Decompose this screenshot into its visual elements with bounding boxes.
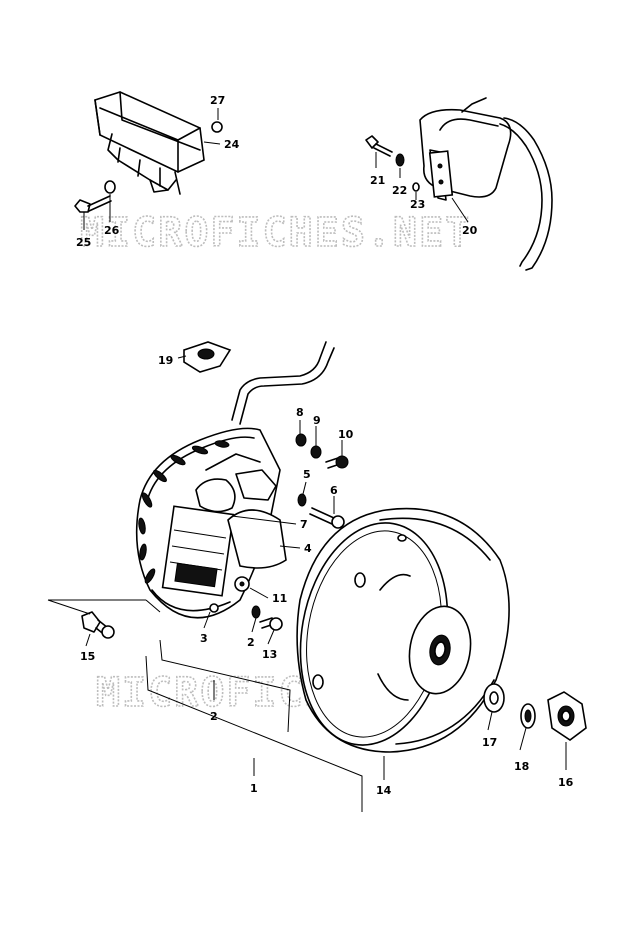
callout-1: 1 <box>250 782 258 795</box>
callout-14: 14 <box>376 784 392 797</box>
callout-17: 17 <box>482 736 497 749</box>
callout-9: 9 <box>313 414 321 427</box>
washer-5 <box>297 493 307 507</box>
screw-13 <box>259 617 283 631</box>
grommet-19 <box>183 341 232 373</box>
callout-labels: 27 24 25 26 21 22 23 20 19 8 9 10 5 6 7 … <box>76 94 574 797</box>
callout-13: 13 <box>262 648 277 661</box>
callout-21: 21 <box>370 174 385 187</box>
screw-15 <box>81 611 115 639</box>
screw-6 <box>309 507 345 529</box>
screw-25 <box>74 195 112 213</box>
callout-6: 6 <box>330 484 338 497</box>
ignition-coil <box>419 97 553 271</box>
callout-4: 4 <box>304 542 312 555</box>
regulator-unit <box>94 91 205 195</box>
washer-22 <box>395 153 405 167</box>
bolt-21 <box>365 135 393 157</box>
callout-20: 20 <box>462 224 478 237</box>
callout-3: 3 <box>200 632 208 645</box>
flywheel-rotor <box>296 507 510 753</box>
leader-lines <box>47 108 567 812</box>
callout-24: 24 <box>224 138 240 151</box>
watermark-top: MICROFICHES.NET <box>80 210 471 256</box>
callout-23: 23 <box>410 198 425 211</box>
callout-18: 18 <box>514 760 529 773</box>
callout-11: 11 <box>272 592 287 605</box>
callout-2-small: 2 <box>247 636 255 649</box>
screw-10 <box>325 455 349 469</box>
callout-16: 16 <box>558 776 574 789</box>
callout-25: 25 <box>76 236 91 249</box>
callout-10: 10 <box>338 428 354 441</box>
nut-23 <box>412 182 420 192</box>
callout-27: 27 <box>210 94 225 107</box>
washer-26 <box>104 180 116 194</box>
callout-26: 26 <box>104 224 120 237</box>
callout-19: 19 <box>158 354 173 367</box>
washer-8 <box>295 433 307 447</box>
callout-7: 7 <box>300 518 308 531</box>
stator-plate-assembly <box>135 341 335 619</box>
callout-22: 22 <box>392 184 407 197</box>
callout-8: 8 <box>296 406 304 419</box>
callout-15: 15 <box>80 650 95 663</box>
callout-5: 5 <box>303 468 311 481</box>
nut-27 <box>211 121 223 133</box>
washer-9 <box>310 445 322 459</box>
callout-2: 2 <box>210 710 218 723</box>
washer-2 <box>251 605 261 619</box>
nut-16 <box>547 691 587 741</box>
